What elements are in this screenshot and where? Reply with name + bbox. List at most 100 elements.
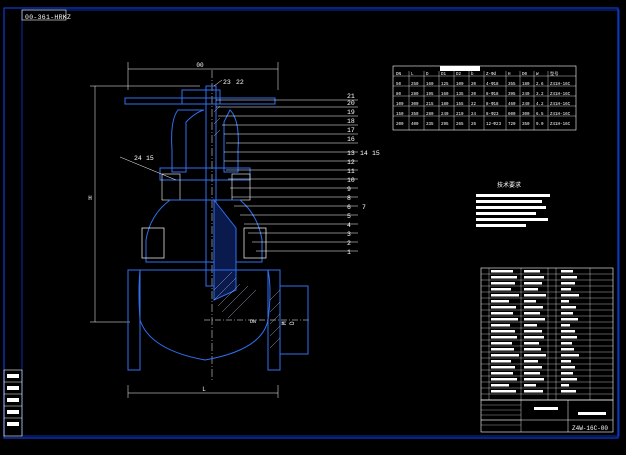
balloon-8: 8	[347, 195, 351, 202]
spec-header-cell: 型号	[550, 70, 558, 77]
parts-list-name-mark	[524, 270, 540, 273]
spec-cell: 250	[411, 83, 419, 87]
parts-list-material-mark	[561, 306, 576, 309]
spec-cell: 4.2	[536, 103, 544, 107]
spec-header-cell: Z-Φd	[486, 72, 497, 77]
spec-cell: 400	[411, 123, 419, 127]
parts-list-code-mark	[491, 330, 515, 333]
spec-header-cell: D1	[441, 73, 447, 77]
spec-cell: 240	[522, 103, 530, 107]
spec-cell: 300	[522, 113, 530, 117]
parts-list-material-mark	[561, 300, 569, 303]
balloon-2: 2	[347, 240, 351, 247]
spec-cell: 600	[508, 113, 516, 117]
spec-cell: 350	[411, 113, 419, 117]
balloon-5: 5	[347, 213, 351, 220]
parts-list-material-mark	[561, 348, 574, 351]
spec-cell: 355	[508, 83, 516, 87]
parts-list-name-mark	[524, 282, 542, 285]
parts-list-name-mark	[524, 348, 541, 351]
parts-list-code-mark	[491, 384, 509, 387]
parts-list-material-mark	[561, 372, 573, 375]
parts-list-name-mark	[524, 354, 546, 357]
parts-list-name-mark	[524, 318, 545, 321]
parts-list-code-mark	[491, 366, 515, 369]
balloon-19: 19	[347, 109, 355, 116]
parts-list-name-mark	[524, 306, 543, 309]
dim-bore-a: M	[281, 321, 288, 325]
parts-list-material-mark	[561, 294, 579, 297]
spec-cell: 24	[471, 113, 477, 117]
parts-list-code-mark	[491, 294, 519, 297]
parts-list-material-mark	[561, 354, 579, 357]
dimension-lines	[90, 62, 310, 398]
balloon-24: 24	[134, 155, 142, 162]
spec-cell: 295	[441, 123, 449, 127]
spec-cell: 20	[471, 93, 477, 97]
spec-cell: 50	[396, 83, 402, 87]
parts-list-material-mark	[561, 270, 573, 273]
spec-cell: Z41H-16C	[550, 103, 571, 107]
parts-list-material-mark	[561, 330, 575, 333]
parts-list-material-mark	[561, 282, 575, 285]
parts-list-name-mark	[524, 390, 543, 393]
parts-list-name-mark	[524, 312, 540, 315]
spec-cell: 100	[396, 103, 404, 107]
parts-list-name-mark	[524, 342, 539, 345]
balloon-1: 1	[347, 249, 351, 256]
balloon-13: 13	[347, 150, 355, 157]
parts-list-code-mark	[491, 360, 511, 363]
spec-cell: 4-Φ18	[486, 82, 499, 87]
spec-cell: 240	[522, 93, 530, 97]
dim-length: L	[202, 386, 206, 393]
parts-list-material-mark	[561, 342, 572, 345]
spec-cell: 300	[411, 103, 419, 107]
spec-cell: Z41H-16C	[550, 123, 571, 127]
parts-list-code-mark	[491, 276, 517, 279]
parts-list-code-mark	[491, 372, 513, 375]
parts-list-name-mark	[524, 378, 544, 381]
parts-list-material-mark	[561, 276, 577, 279]
spec-cell: 265	[456, 123, 464, 127]
balloon-6: 6	[347, 204, 351, 211]
balloon-12: 12	[347, 159, 355, 166]
spec-header-cell: DN	[396, 73, 402, 77]
spec-cell: 150	[396, 113, 404, 117]
parts-list-code-mark	[491, 312, 513, 315]
balloon-23: 23	[223, 79, 231, 86]
parts-list-code-mark	[491, 342, 512, 345]
spec-cell: 2.6	[536, 83, 544, 87]
spec-cell: 350	[522, 123, 530, 127]
spec-cell: 8-Φ23	[486, 112, 499, 117]
sheet-code-tag: 00-361-HRKZ	[25, 14, 72, 21]
valve-assembly	[124, 85, 309, 371]
spec-cell: 12-Φ23	[486, 122, 502, 127]
balloon-14: 14	[360, 150, 368, 157]
spec-cell: 100	[456, 83, 464, 87]
balloon-3: 3	[347, 231, 351, 238]
spec-cell: Z41H-16C	[550, 93, 571, 97]
parts-list-code-mark	[491, 300, 509, 303]
spec-cell: 180	[441, 103, 449, 107]
parts-list-name-mark	[524, 336, 544, 339]
balloon-21: 21	[347, 93, 355, 100]
dim-flow-mark: DN	[250, 319, 256, 325]
parts-list-material-mark	[561, 390, 576, 393]
dim-bore-b: D	[289, 321, 296, 325]
parts-list-name-mark	[524, 360, 538, 363]
balloon-20: 20	[347, 100, 355, 107]
spec-cell: 22	[471, 103, 477, 107]
parts-list-name-mark	[524, 330, 542, 333]
spec-cell: 9.0	[536, 123, 544, 127]
parts-list-code-mark	[491, 324, 510, 327]
spec-cell: 160	[441, 93, 449, 97]
sheet-frame	[3, 7, 620, 439]
balloon-15-left: 15	[146, 155, 154, 162]
balloon-10: 10	[347, 177, 355, 184]
parts-list-material-mark	[561, 324, 570, 327]
dim-overall-height: H	[88, 195, 92, 202]
parts-list-code-mark	[491, 336, 517, 339]
technical-notes-title: 技术要求	[497, 182, 522, 189]
balloon-labels: 23 22 24 15 21 20 19 18 17 16 13 12 11 1…	[134, 79, 380, 256]
